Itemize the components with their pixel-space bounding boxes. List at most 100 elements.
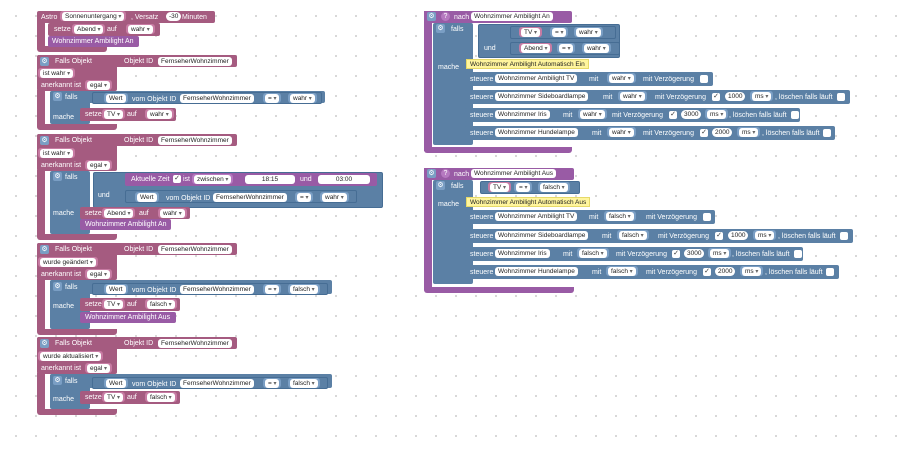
device-field[interactable]: Wohnzimmer Hundelampe <box>495 267 578 276</box>
call-function-block[interactable] <box>80 312 176 323</box>
delay-input[interactable]: 1000 <box>725 92 746 101</box>
gear-icon[interactable]: ⚙ <box>53 172 62 181</box>
delay-input[interactable]: 3000 <box>681 110 702 119</box>
function-name-field[interactable]: Wohnzimmer Ambilight An <box>471 12 553 21</box>
object-id-field[interactable]: FernseherWohnzimmer <box>180 285 254 294</box>
help-icon[interactable]: ? <box>441 12 450 21</box>
object-id-field[interactable]: FernseherWohnzimmer <box>158 245 232 254</box>
delay-checkbox[interactable]: ✓ <box>703 268 711 276</box>
value-dropdown[interactable]: falsch <box>579 249 607 258</box>
gear-icon[interactable]: ⚙ <box>53 376 62 385</box>
unit-dropdown[interactable]: ms <box>742 267 762 276</box>
device-field[interactable]: Wohnzimmer Ambilight TV <box>495 212 578 221</box>
gear-icon[interactable]: ⚙ <box>427 169 436 178</box>
object-id-field[interactable]: FernseherWohnzimmer <box>180 379 254 388</box>
operator-dropdown[interactable]: = <box>297 193 312 202</box>
compare-mode-dropdown[interactable]: zwischen <box>194 175 232 184</box>
value-dropdown[interactable]: wahr <box>609 128 634 137</box>
device-field[interactable]: Wohnzimmer Iris <box>495 110 550 119</box>
delay-checkbox[interactable]: ✓ <box>672 250 680 258</box>
value-dropdown[interactable]: wahr <box>609 74 634 83</box>
value-dropdown[interactable]: falsch <box>606 212 634 221</box>
unit-dropdown[interactable]: ms <box>739 128 759 137</box>
value-dropdown[interactable]: falsch <box>540 183 568 192</box>
gear-icon[interactable]: ⚙ <box>40 57 49 66</box>
device-field[interactable]: Wohnzimmer Hundelampe <box>495 128 578 137</box>
value-dropdown[interactable]: wahr <box>580 110 605 119</box>
condition-dropdown[interactable]: ist wahr <box>40 149 74 158</box>
variable-dropdown[interactable]: TV <box>104 393 123 402</box>
time-start-input[interactable]: 18:15 <box>245 175 295 184</box>
value-block[interactable]: Wert <box>106 94 126 103</box>
compare-value-dropdown[interactable]: falsch <box>290 379 318 388</box>
value-dropdown[interactable]: wahr <box>620 92 645 101</box>
value-dropdown[interactable]: wahr <box>128 25 153 34</box>
delay-checkbox[interactable]: ✓ <box>669 111 677 119</box>
compare-value-dropdown[interactable]: falsch <box>290 285 318 294</box>
compare-value-dropdown[interactable]: wahr <box>290 94 315 103</box>
ack-dropdown[interactable]: egal <box>87 364 110 373</box>
checkbox[interactable]: ✓ <box>173 175 181 183</box>
call-function-block[interactable] <box>80 219 171 230</box>
cancel-checkbox[interactable] <box>794 250 802 258</box>
gear-icon[interactable]: ⚙ <box>53 282 62 291</box>
value-block[interactable]: Wert <box>106 379 126 388</box>
value-dropdown[interactable]: falsch <box>608 267 636 276</box>
call-function-block[interactable] <box>48 36 139 47</box>
operator-dropdown[interactable]: = <box>559 44 574 53</box>
unit-dropdown[interactable]: ms <box>755 231 775 240</box>
delay-checkbox[interactable]: ✓ <box>715 232 723 240</box>
value-dropdown[interactable]: falsch <box>147 393 175 402</box>
comment-note[interactable]: Wohnzimmer Ambilight Automatisch Ein <box>466 59 589 69</box>
delay-input[interactable]: 2000 <box>715 267 736 276</box>
gear-icon[interactable]: ⚙ <box>40 136 49 145</box>
value-dropdown[interactable]: wahr <box>147 110 172 119</box>
object-id-field[interactable]: FernseherWohnzimmer <box>158 136 232 145</box>
value-dropdown[interactable]: wahr <box>576 28 601 37</box>
value-block[interactable]: Wert <box>137 193 157 202</box>
device-field[interactable]: Wohnzimmer Iris <box>495 249 550 258</box>
variable-dropdown[interactable]: TV <box>521 28 540 37</box>
device-field[interactable]: Wohnzimmer Sideboardlampe <box>495 92 589 101</box>
delay-input[interactable]: 2000 <box>712 128 733 137</box>
variable-dropdown[interactable]: Abend <box>104 209 134 218</box>
value-dropdown[interactable]: wahr <box>584 44 609 53</box>
delay-checkbox[interactable] <box>700 75 708 83</box>
value-dropdown[interactable]: falsch <box>147 300 175 309</box>
cancel-checkbox[interactable] <box>823 129 831 137</box>
offset-input[interactable]: -30 <box>166 12 182 21</box>
object-id-field[interactable]: FernseherWohnzimmer <box>213 193 287 202</box>
variable-dropdown[interactable]: TV <box>104 300 123 309</box>
delay-input[interactable]: 1000 <box>728 231 749 240</box>
gear-icon[interactable]: ⚙ <box>40 245 49 254</box>
unit-dropdown[interactable]: ms <box>710 249 730 258</box>
operator-dropdown[interactable]: = <box>265 379 280 388</box>
compare-value-dropdown[interactable]: wahr <box>322 193 347 202</box>
unit-dropdown[interactable]: ms <box>707 110 727 119</box>
ack-dropdown[interactable]: egal <box>87 161 110 170</box>
operator-dropdown[interactable]: = <box>265 285 280 294</box>
variable-dropdown[interactable]: TV <box>104 110 123 119</box>
object-id-field[interactable]: FernseherWohnzimmer <box>158 57 232 66</box>
device-field[interactable]: Wohnzimmer Ambilight TV <box>495 74 578 83</box>
gear-icon[interactable]: ⚙ <box>40 339 49 348</box>
value-dropdown[interactable]: wahr <box>160 209 185 218</box>
gear-icon[interactable]: ⚙ <box>427 12 436 21</box>
object-id-field[interactable]: FernseherWohnzimmer <box>158 339 232 348</box>
cancel-checkbox[interactable] <box>840 232 848 240</box>
operator-dropdown[interactable]: = <box>516 183 531 192</box>
ack-dropdown[interactable]: egal <box>87 270 110 279</box>
delay-checkbox[interactable]: ✓ <box>700 129 708 137</box>
ack-dropdown[interactable]: egal <box>87 81 110 90</box>
device-field[interactable]: Wohnzimmer Sideboardlampe <box>495 231 589 240</box>
condition-dropdown[interactable]: wurde aktualisiert <box>40 352 102 361</box>
gear-icon[interactable]: ⚙ <box>436 181 445 190</box>
cancel-checkbox[interactable] <box>837 93 845 101</box>
condition-dropdown[interactable]: ist wahr <box>40 69 74 78</box>
help-icon[interactable]: ? <box>441 169 450 178</box>
variable-dropdown[interactable]: Abend <box>521 44 551 53</box>
gear-icon[interactable]: ⚙ <box>436 24 445 33</box>
condition-dropdown[interactable]: wurde geändert <box>40 258 96 267</box>
value-dropdown[interactable]: falsch <box>619 231 647 240</box>
